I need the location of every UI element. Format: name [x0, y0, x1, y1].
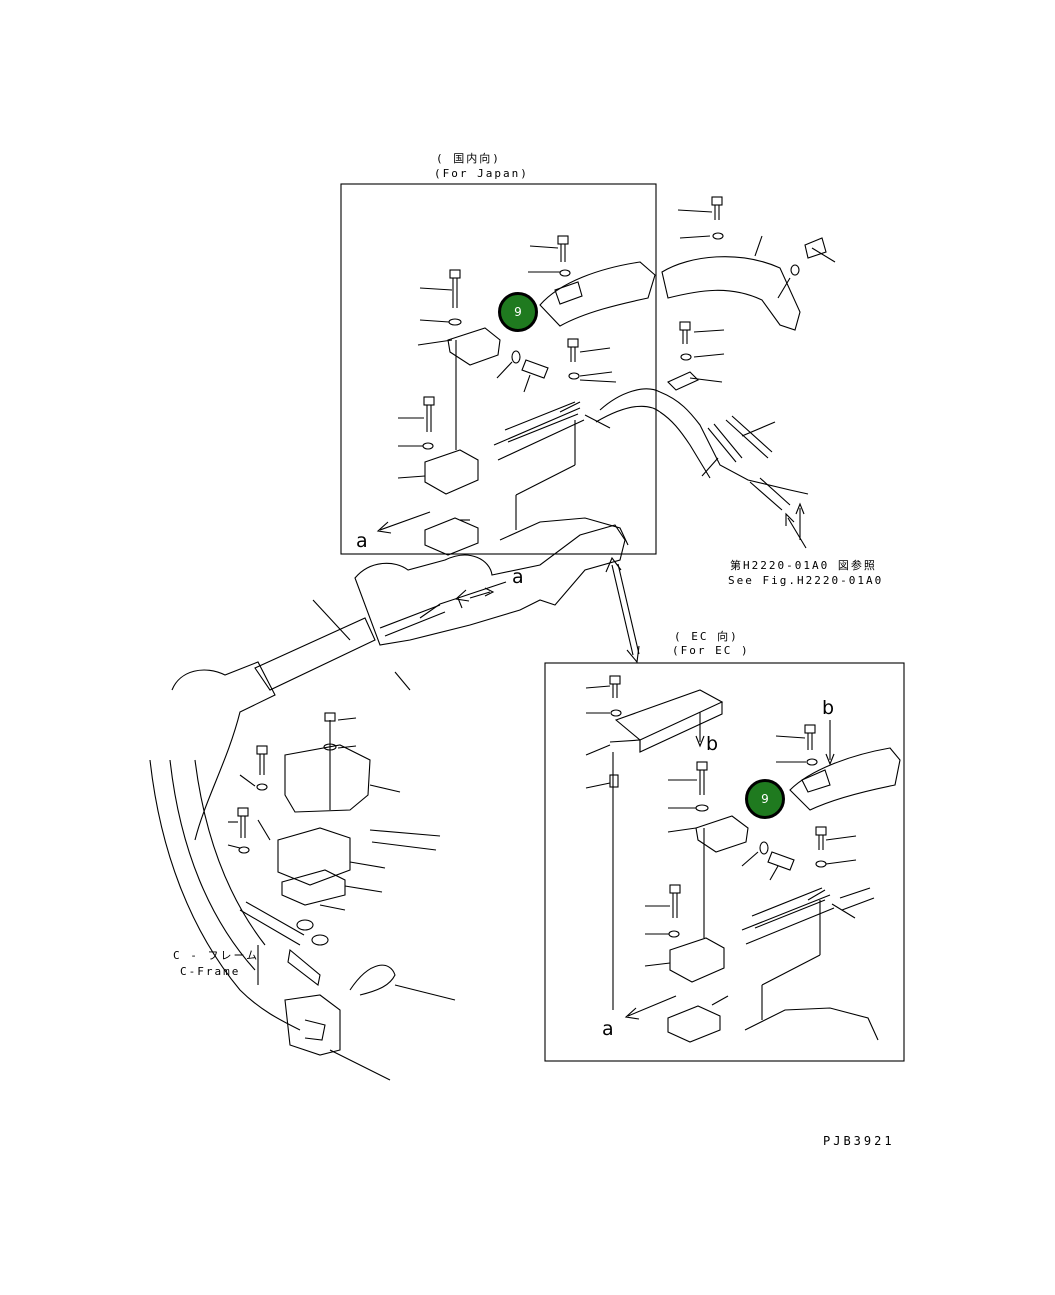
marker-b-ec-plate: b	[706, 733, 719, 755]
japan-assembly	[376, 235, 661, 556]
japan-detail-frame	[340, 183, 657, 555]
japan-title-en: (For Japan)	[434, 167, 529, 180]
reference-note-jp: 第H2220-01A0 図参照	[730, 559, 877, 572]
marker-a-arrow-main	[454, 581, 507, 602]
ec-assembly	[585, 675, 901, 1043]
marker-b-ec-cover: b	[822, 697, 835, 719]
japan-title-jp: ( 国内向)	[436, 152, 501, 165]
figure-id: PJB3921	[823, 1134, 895, 1148]
cover-assembly-right	[659, 196, 836, 549]
marker-a-japan: a	[356, 530, 368, 552]
c-frame-label-en: C-Frame	[180, 965, 241, 978]
part-callout-9-japan[interactable]: 9	[498, 292, 538, 332]
ec-title-en: (For EC )	[672, 644, 750, 657]
marker-a-main: a	[512, 566, 524, 588]
ec-detail-frame	[544, 662, 905, 1062]
ec-title-jp: ( EC 向)	[674, 630, 739, 643]
main-frame-assembly	[149, 524, 626, 1081]
reference-note-en: See Fig.H2220-01A0	[728, 574, 884, 587]
part-callout-9-ec[interactable]: 9	[745, 779, 785, 819]
marker-a-ec: a	[602, 1018, 614, 1040]
link-double-arrow	[605, 556, 640, 664]
c-frame-label-jp: C - フレーム	[173, 949, 260, 962]
